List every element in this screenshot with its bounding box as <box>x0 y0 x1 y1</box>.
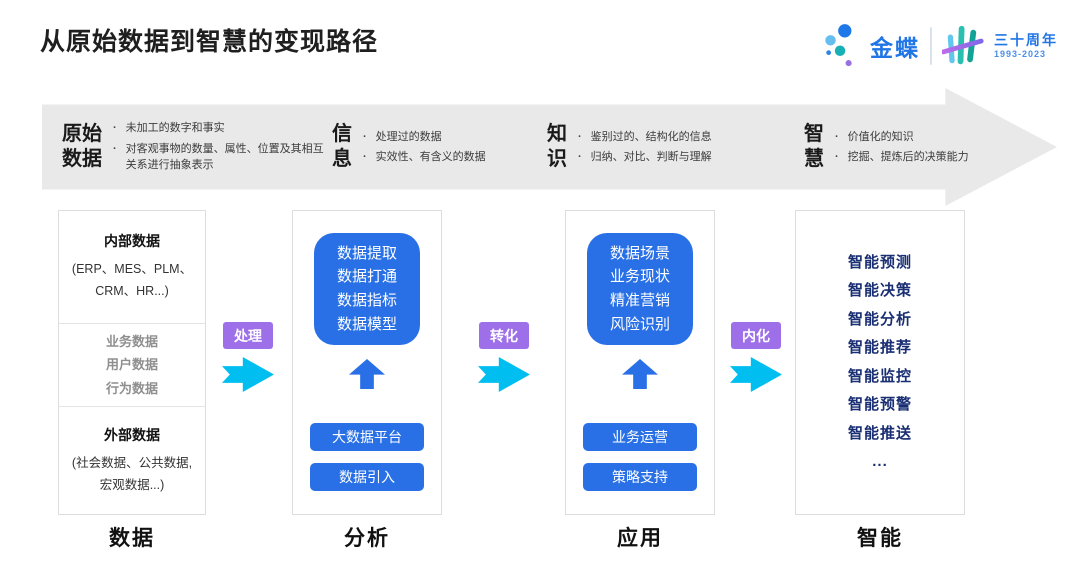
dikw-arrow-band: 原始 数据 · 未加工的数字和事实 · 对客观事物的数量、属性、位置及其相互关系… <box>42 88 1057 206</box>
bullet-item: · 实效性、有含义的数据 <box>363 149 531 166</box>
anniversary-text: 三十周年 1993-2023 <box>994 32 1058 61</box>
connector-label: 内化 <box>731 322 781 349</box>
bullet-item: · 处理过的数据 <box>363 129 531 146</box>
strategy-support-button: 策略支持 <box>583 463 697 491</box>
bullet-item: · 鉴别过的、结构化的信息 <box>578 129 769 146</box>
flow-column-application: 数据场景 业务现状 精准营销 风险识别 业务运营 策略支持 <box>565 210 715 515</box>
brand-name: 金蝶 <box>870 35 920 61</box>
stage-raw-data: 原始 数据 · 未加工的数字和事实 · 对客观事物的数量、属性、位置及其相互关系… <box>62 88 326 206</box>
up-arrow-icon <box>622 359 658 389</box>
stage-label: 信 息 <box>332 123 352 170</box>
connector-internalize: 内化 <box>729 322 783 392</box>
list-item: 行为数据 <box>105 380 158 396</box>
list-item: 智能决策 <box>847 282 912 299</box>
data-import-button: 数据引入 <box>310 463 424 491</box>
external-data-detail: (社会数据、公共数据, 宏观数据...) <box>71 455 193 492</box>
internal-data-section: 内部数据 (ERP、MES、PLM、 CRM、HR...) <box>59 211 205 323</box>
flow-column-analysis: 数据提取 数据打通 数据指标 数据模型 大数据平台 数据引入 <box>292 210 442 515</box>
flow-column-intelligence: 智能预测 智能决策 智能分析 智能推荐 智能监控 智能预警 智能推送 ... <box>795 210 965 515</box>
internal-data-detail: (ERP、MES、PLM、 CRM、HR...) <box>71 262 193 298</box>
right-arrow-icon <box>730 357 782 392</box>
bullet-item: · 未加工的数字和事实 <box>113 120 326 137</box>
analysis-capability-box: 数据提取 数据打通 数据指标 数据模型 <box>314 233 420 345</box>
up-arrow-icon <box>349 359 385 389</box>
ellipsis-item: ... <box>872 453 888 470</box>
kingdee-logo: 金蝶 三十周年 1993-2023 <box>822 20 1058 72</box>
bullet-dot-icon: · <box>835 130 839 143</box>
internal-data-title: 内部数据 <box>104 233 160 250</box>
business-operation-button: 业务运营 <box>583 423 697 451</box>
bullet-dot-icon: · <box>578 151 582 163</box>
column-title-application: 应用 <box>617 527 663 550</box>
bullet-dot-icon: · <box>363 151 367 163</box>
list-item: 用户数据 <box>105 357 158 373</box>
connector-transform: 转化 <box>477 322 531 392</box>
kingdee-dots-icon <box>825 24 852 67</box>
anniversary-years: 1993-2023 <box>994 49 1047 60</box>
external-data-title: 外部数据 <box>104 426 160 443</box>
column-title-analysis: 分析 <box>344 527 390 550</box>
connector-label: 处理 <box>223 322 273 349</box>
middle-data-section: 业务数据 用户数据 行为数据 <box>59 323 205 406</box>
column-title-intelligence: 智能 <box>857 527 903 550</box>
list-item: 业务数据 <box>105 333 158 349</box>
stage-information: 信 息 · 处理过的数据 · 实效性、有含义的数据 <box>332 88 531 206</box>
bullet-dot-icon: · <box>835 151 839 163</box>
right-arrow-icon <box>478 357 530 392</box>
stage-label: 原始 数据 <box>62 123 102 170</box>
connector-process: 处理 <box>221 322 275 392</box>
bullet-item: · 挖掘、提炼后的决策能力 <box>835 149 1006 166</box>
column-title-data: 数据 <box>109 527 155 550</box>
bullet-dot-icon: · <box>113 122 117 135</box>
list-item: 智能推送 <box>847 424 912 442</box>
connector-label: 转化 <box>479 322 529 349</box>
bullet-item: · 对客观事物的数量、属性、位置及其相互关系进行抽象表示 <box>113 141 326 174</box>
anniversary-mark-icon <box>942 25 984 65</box>
list-item: 智能推荐 <box>847 339 912 356</box>
flow-column-data: 内部数据 (ERP、MES、PLM、 CRM、HR...) 业务数据 用户数据 … <box>58 210 206 515</box>
bullet-item: · 归纳、对比、判断与理解 <box>578 149 769 166</box>
page-title: 从原始数据到智慧的变现路径 <box>40 28 379 56</box>
big-data-platform-button: 大数据平台 <box>310 423 424 451</box>
stage-label: 知 识 <box>547 123 567 170</box>
list-item: 智能预测 <box>847 253 912 271</box>
external-data-section: 外部数据 (社会数据、公共数据, 宏观数据...) <box>59 406 205 514</box>
bullet-dot-icon: · <box>113 142 117 155</box>
logo-divider <box>930 27 932 65</box>
stage-knowledge: 知 识 · 鉴别过的、结构化的信息 · 归纳、对比、判断与理解 <box>547 88 769 206</box>
bullet-item: · 价值化的知识 <box>835 129 1006 146</box>
bullet-dot-icon: · <box>363 130 367 143</box>
stage-label: 智 慧 <box>804 123 824 170</box>
list-item: 智能分析 <box>847 310 912 328</box>
bullet-dot-icon: · <box>578 130 582 143</box>
stage-wisdom: 智 慧 · 价值化的知识 · 挖掘、提炼后的决策能力 <box>804 88 1006 206</box>
list-item: 智能预警 <box>847 396 912 413</box>
anniversary-title: 三十周年 <box>994 31 1058 48</box>
application-scenario-box: 数据场景 业务现状 精准营销 风险识别 <box>587 233 693 345</box>
right-arrow-icon <box>222 357 274 392</box>
list-item: 智能监控 <box>847 367 912 385</box>
